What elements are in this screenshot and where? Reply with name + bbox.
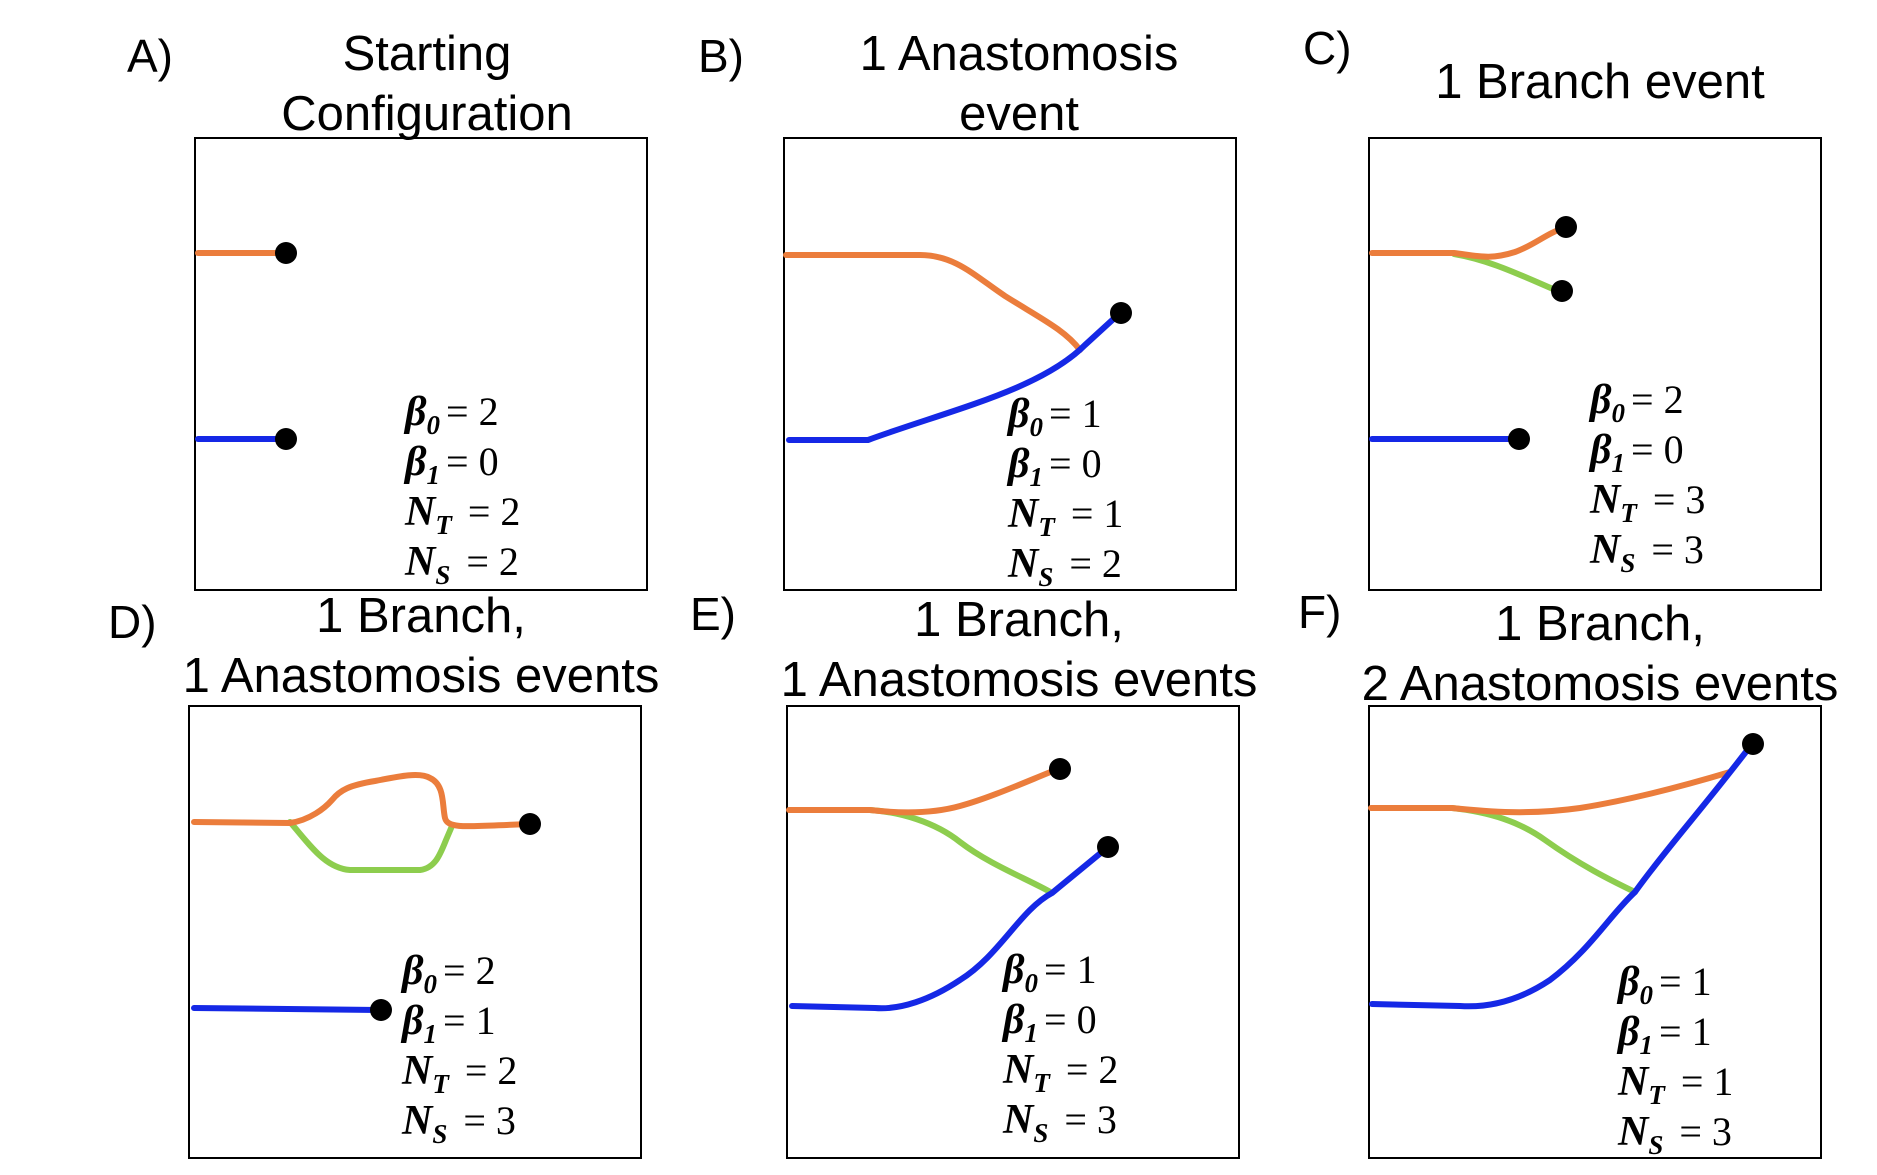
beta0-equation: β0= 1 [1006,391,1102,442]
ns-equation: NS = 3 [1589,527,1704,578]
sprout-tip [1097,836,1119,858]
blue-vessel [1369,741,1755,1010]
ns-equation: NS = 2 [1007,541,1122,592]
panel-frame [194,137,648,591]
panel-frame [786,705,1240,1159]
green-sprout [1451,251,1563,295]
nt-equation: NT = 2 [1002,1047,1118,1098]
panel-c: C) 1 Branch event β0= 2 β1= 0 NT = 3 NS … [1303,22,1822,591]
panel-title-line-1: Starting [343,27,512,81]
orange-vessel [783,252,1083,353]
panel-title-line-2: 1 Anastomosis events [183,649,660,703]
beta1-equation: β1= 1 [400,998,496,1049]
panel-a: A) Starting Configuration β0= 2 β1= 0 NT… [127,27,648,591]
panel-letter: A) [127,30,173,82]
sprout-tip [519,813,541,835]
panel-frame [783,137,1237,591]
panel-title-line-2: Configuration [281,87,572,141]
panel-letter: E) [690,588,736,640]
panel-title-line-2: 2 Anastomosis events [1362,657,1839,711]
sprout-tip [1555,216,1577,238]
panel-frame [1368,137,1822,591]
panel-title-line-2: 1 Anastomosis events [781,653,1258,707]
beta0-equation: β0= 2 [1588,377,1684,428]
invariants-block: β0= 1 β1= 1 NT = 1 NS = 3 [1616,959,1733,1160]
beta0-equation: β0= 2 [403,389,499,440]
nt-equation: NT = 3 [1589,477,1705,528]
orange-vessel [786,766,1061,816]
invariants-block: β0= 1 β1= 0 NT = 1 NS = 2 [1006,391,1123,592]
blue-vessel [191,1005,381,1013]
panel-letter: C) [1303,22,1352,74]
sprout-tip [1508,428,1530,450]
invariants-block: β0= 1 β1= 0 NT = 2 NS = 3 [1001,947,1118,1148]
invariants-block: β0= 2 β1= 1 NT = 2 NS = 3 [400,948,517,1149]
beta1-equation: β1= 0 [1006,441,1102,492]
panel-frame [188,705,642,1159]
panel-title-line-1: 1 Branch, [316,589,526,643]
panel-e: E) 1 Branch, 1 Anastomosis events β0= 1 … [690,588,1258,1159]
panel-title-line-1: 1 Branch, [914,593,1124,647]
panel-title-line-1: 1 Branch, [1495,597,1705,651]
beta0-equation: β0= 2 [400,948,496,999]
sprout-tip [1551,280,1573,302]
green-sprout [1449,805,1638,895]
green-sprout [867,807,1055,896]
nt-equation: NT = 1 [1617,1059,1733,1110]
panel-title-line-1: 1 Branch event [1435,55,1765,109]
panel-title-line-1: 1 Anastomosis [860,27,1179,81]
sprout-tip [275,242,297,264]
panel-f: F) 1 Branch, 2 Anastomosis events β0= 1 … [1298,586,1838,1160]
invariants-block: β0= 2 β1= 0 NT = 3 NS = 3 [1588,377,1705,578]
panel-d: D) 1 Branch, 1 Anastomosis events β0= 2 … [108,589,660,1159]
beta0-equation: β0= 1 [1616,959,1712,1010]
ns-equation: NS = 2 [404,539,519,590]
ns-equation: NS = 3 [1002,1097,1117,1148]
panel-frame [1368,705,1822,1159]
orange-vessel [1369,225,1568,260]
beta1-equation: β1= 0 [1588,427,1684,478]
beta1-equation: β1= 0 [403,439,499,490]
invariants-block: β0= 2 β1= 0 NT = 2 NS = 2 [403,389,520,590]
green-sprout [287,819,455,873]
nt-equation: NT = 2 [401,1048,517,1099]
panel-letter: D) [108,596,157,648]
blue-vessel [786,310,1123,443]
blue-vessel [789,844,1111,1012]
beta0-equation: β0= 1 [1001,947,1097,998]
panel-letter: F) [1298,586,1341,638]
nt-equation: NT = 1 [1007,491,1123,542]
ns-equation: NS = 3 [401,1098,516,1149]
sprout-tip [1742,733,1764,755]
panel-b: B) 1 Anastomosis event β0= 1 β1= 0 NT = … [698,27,1237,592]
sprout-tip [1110,302,1132,324]
orange-vessel [1368,769,1733,816]
nt-equation: NT = 2 [404,489,520,540]
panel-letter: B) [698,30,744,82]
sprout-tip [275,428,297,450]
orange-vessel [191,771,533,830]
sprout-tip [370,999,392,1021]
ns-equation: NS = 3 [1617,1109,1732,1160]
sprout-tip [1049,758,1071,780]
beta1-equation: β1= 0 [1001,997,1097,1048]
panel-title-line-2: event [959,87,1079,141]
beta1-equation: β1= 1 [1616,1009,1712,1060]
